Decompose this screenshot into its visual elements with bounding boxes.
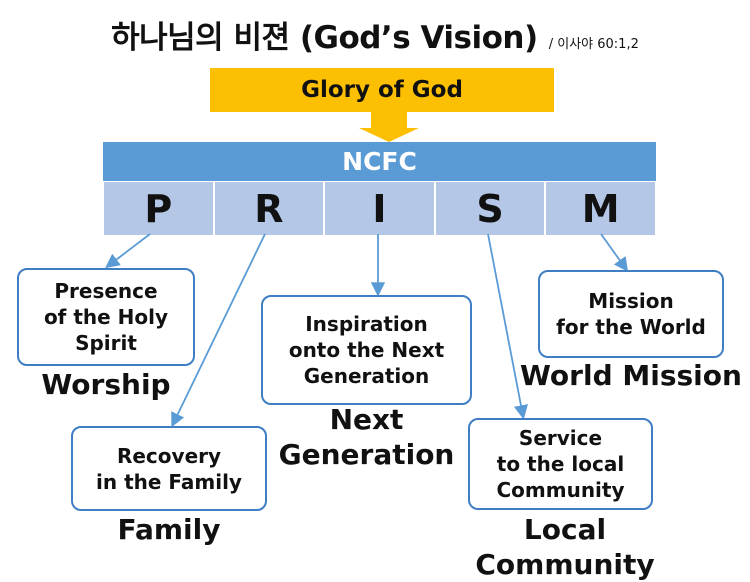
title-main: 하나님의 비젼 (God’s Vision) <box>111 20 538 56</box>
ncfc-bar: NCFC <box>103 142 656 181</box>
box-recovery: Recovery in the Family <box>71 426 267 511</box>
caption-next-generation: Next Generation <box>278 403 455 471</box>
caption-local-community: Local Community <box>475 513 655 581</box>
prism-letter-i: I <box>324 181 435 236</box>
caption-worship: Worship <box>41 368 171 401</box>
box-mission: Mission for the World <box>538 270 724 358</box>
prism-letter-p: P <box>103 181 214 236</box>
prism-letter-r: R <box>213 181 325 236</box>
prism-row: P R I S M <box>103 181 656 236</box>
connector-m <box>600 233 629 272</box>
caption-family: Family <box>117 513 221 546</box>
prism-letter-s: S <box>434 181 546 236</box>
box-presence-text: Presence of the Holy Spirit <box>43 279 169 355</box>
caption-world-mission: World Mission <box>520 359 742 392</box>
box-inspiration: Inspiration onto the Next Generation <box>261 295 472 405</box>
page-title: 하나님의 비젼 (God’s Vision) / 이사야 60:1,2 <box>0 12 750 57</box>
box-mission-text: Mission for the World <box>556 289 706 339</box>
box-recovery-text: Recovery in the Family <box>96 443 242 494</box>
connector-p <box>105 233 151 269</box>
down-arrow-stem <box>371 112 407 128</box>
box-service-text: Service to the local Community <box>496 426 625 502</box>
prism-letter-m: M <box>545 181 656 236</box>
title-reference: / 이사야 60:1,2 <box>548 37 639 52</box>
glory-of-god-banner: Glory of God <box>210 68 554 112</box>
down-arrow-icon <box>359 128 419 142</box>
box-presence: Presence of the Holy Spirit <box>17 268 195 366</box>
box-service: Service to the local Community <box>468 418 653 510</box>
box-inspiration-text: Inspiration onto the Next Generation <box>288 312 445 388</box>
